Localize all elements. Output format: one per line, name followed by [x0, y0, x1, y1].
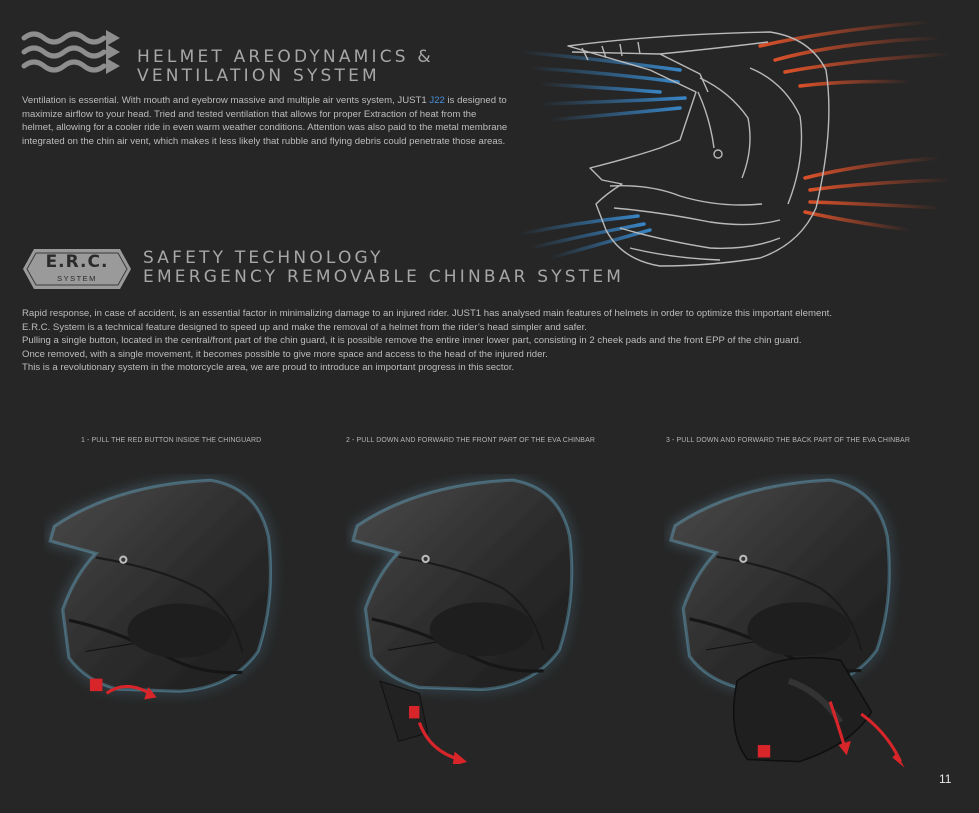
- cold-airflow-streams: [518, 50, 687, 260]
- ventilation-title: HELMET AREODYNAMICS & VENTILATION SYSTEM: [137, 48, 434, 86]
- step-1-helmet-image: [44, 474, 284, 700]
- ventilation-description: Ventilation is essential. With mouth and…: [22, 94, 508, 148]
- erc-title: SAFETY TECHNOLOGY EMERGENCY REMOVABLE CH…: [143, 249, 624, 287]
- step-2-helmet-image: [346, 474, 586, 764]
- erc-badge-label: E.R.C.: [45, 252, 109, 272]
- step-3-label: 3 - PULL DOWN AND FORWARD THE BACK PART …: [666, 437, 910, 444]
- helmet-outline: [567, 31, 830, 267]
- step-1-label: 1 - PULL THE RED BUTTON INSIDE THE CHING…: [81, 437, 262, 444]
- airflow-wave-icon: [21, 30, 120, 74]
- erc-paragraph: Once removed, with a single movement, it…: [22, 348, 548, 360]
- hot-airflow-streams: [758, 20, 952, 232]
- ventilation-text-part1: Ventilation is essential. With mouth and…: [22, 95, 430, 106]
- erc-badge-icon: [23, 249, 131, 289]
- erc-paragraph: Rapid response, in case of accident, is …: [22, 308, 833, 319]
- model-name: J22: [429, 95, 445, 106]
- erc-description: Rapid response, in case of accident, is …: [22, 307, 922, 375]
- erc-badge-sublabel: SYSTEM: [57, 274, 97, 283]
- erc-paragraph: This is a revolutionary system in the mo…: [22, 362, 515, 374]
- page-number: 11: [939, 772, 952, 786]
- erc-title-line2: EMERGENCY REMOVABLE CHINBAR SYSTEM: [143, 267, 625, 287]
- step-2-label: 2 - PULL DOWN AND FORWARD THE FRONT PART…: [346, 437, 595, 444]
- ventilation-title-line1: HELMET AREODYNAMICS &: [137, 47, 434, 67]
- erc-title-line1: SAFETY TECHNOLOGY: [143, 248, 384, 268]
- ventilation-title-line2: VENTILATION SYSTEM: [137, 66, 380, 86]
- helmet-airflow-diagram: [518, 20, 952, 267]
- erc-paragraph: E.R.C. System is a technical feature des…: [22, 321, 587, 333]
- step-3-helmet-image: [664, 474, 905, 768]
- erc-paragraph: Pulling a single button, located in the …: [22, 335, 802, 347]
- ventilation-text-part2: is designed to maximize airflow to your …: [22, 95, 508, 147]
- pull-arrow-icon: [860, 712, 902, 763]
